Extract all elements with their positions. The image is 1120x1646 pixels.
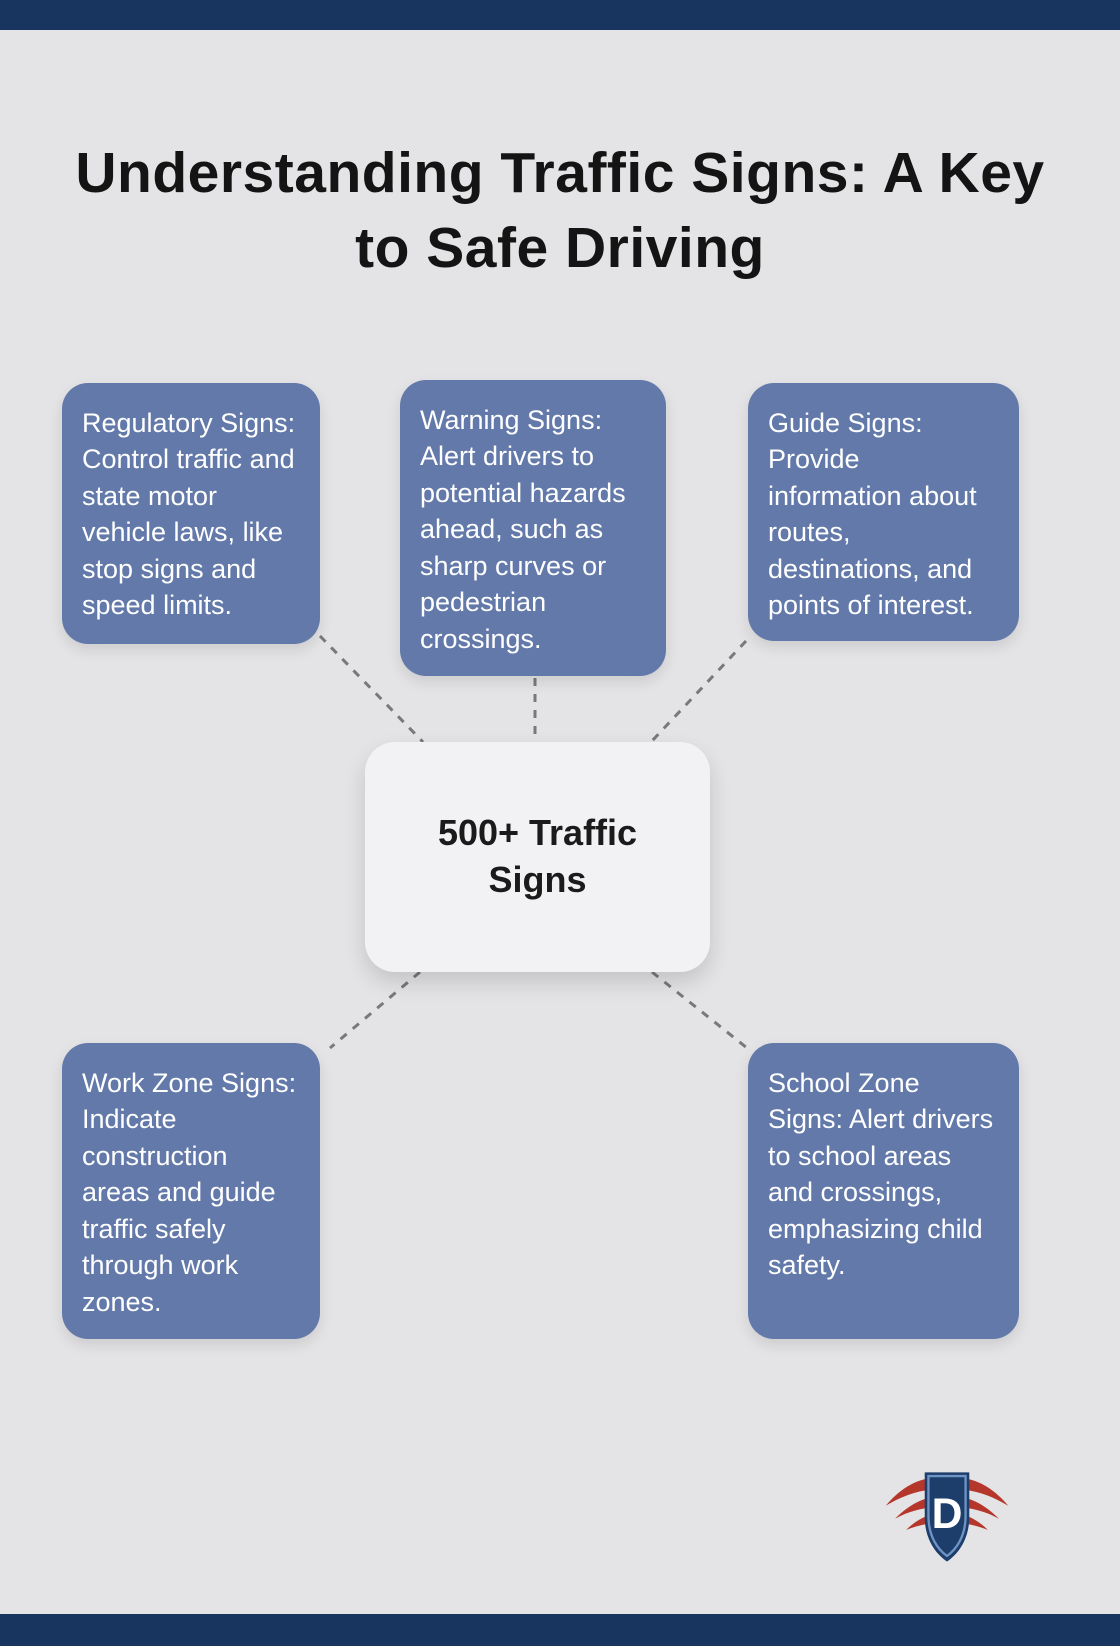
brand-logo: D (882, 1464, 1012, 1568)
node-work-zone-text: Work Zone Signs: Indicate construction a… (82, 1068, 297, 1317)
center-node-label: 500+ Traffic Signs (437, 812, 638, 900)
connector-work-zone (329, 970, 421, 1050)
node-guide-text: Guide Signs: Provide information about r… (768, 408, 977, 621)
node-regulatory-signs: Regulatory Signs: Control traffic and st… (62, 383, 320, 644)
node-school-zone-text: School Zone Signs: Alert drivers to scho… (768, 1068, 994, 1281)
page-title: Understanding Traffic Signs: A Key to Sa… (75, 141, 1045, 281)
node-regulatory-text: Regulatory Signs: Control traffic and st… (82, 408, 296, 621)
logo-shield-icon: D (924, 1472, 970, 1562)
node-school-zone-signs: School Zone Signs: Alert drivers to scho… (748, 1043, 1019, 1339)
connector-school-zone (651, 970, 748, 1050)
top-accent-bar (0, 0, 1120, 30)
node-warning-signs: Warning Signs: Alert drivers to potentia… (400, 380, 666, 676)
node-warning-text: Warning Signs: Alert drivers to potentia… (420, 405, 626, 654)
center-node-traffic-signs: 500+ Traffic Signs (365, 742, 710, 972)
bottom-accent-bar (0, 1614, 1120, 1646)
node-work-zone-signs: Work Zone Signs: Indicate construction a… (62, 1043, 320, 1339)
logo-letter: D (932, 1490, 963, 1538)
node-guide-signs: Guide Signs: Provide information about r… (748, 383, 1019, 641)
